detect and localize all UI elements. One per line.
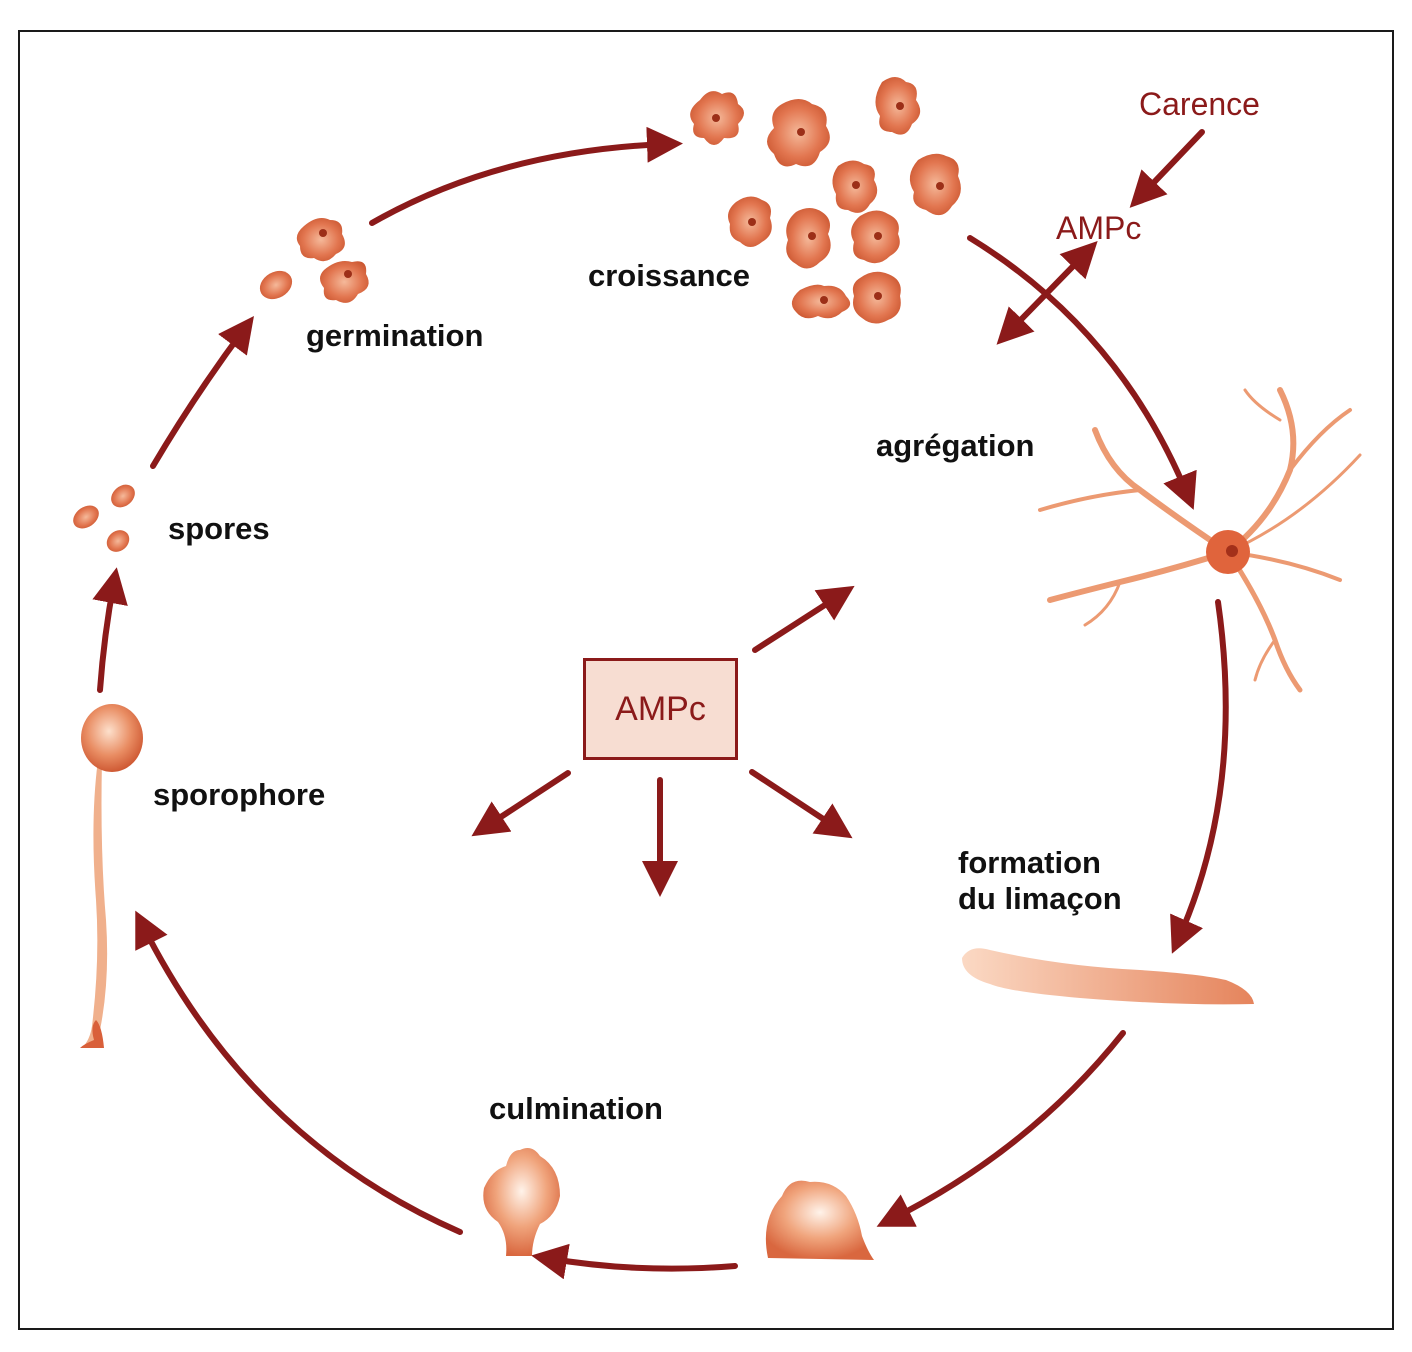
label-formation-line2: du limaçon [958, 881, 1122, 916]
culmination-mound-icon [765, 1180, 874, 1260]
ampc-center-box: AMPc [583, 658, 738, 760]
stalked-sporophore-icon [80, 704, 143, 1048]
arrow-center-down-left [471, 770, 571, 837]
label-germination: germination [306, 318, 484, 353]
germinating-cell-icon [259, 218, 369, 303]
arrow-ampc-double [996, 240, 1098, 345]
label-culmination: culmination [489, 1091, 663, 1126]
label-formation-line1: formation [958, 845, 1101, 880]
fruiting-body-icon [483, 1148, 560, 1256]
slug-icon [962, 948, 1254, 1005]
label-carence: Carence [1139, 86, 1260, 122]
arrow-germination-to-croissance [369, 126, 683, 226]
arrow-culmination-to-sporophore [135, 910, 463, 1235]
label-croissance: croissance [588, 258, 750, 293]
spore-icon [73, 484, 135, 552]
arrow-center-up-right [752, 585, 855, 653]
label-agregation: agrégation [876, 428, 1035, 463]
arrow-sporophore-to-spores [92, 567, 128, 693]
arrow-center-down-right [749, 769, 853, 839]
arrow-agregation-to-limacon [1170, 599, 1229, 954]
label-ampc-center: AMPc [615, 689, 706, 728]
label-sporophore: sporophore [153, 777, 326, 812]
amoeba-cell-icon [690, 77, 961, 324]
label-spores: spores [168, 511, 270, 546]
arrow-limacon-to-mound [876, 1030, 1126, 1227]
arrow-mound-to-culmination [531, 1243, 738, 1280]
arrow-spores-to-germination [150, 315, 254, 469]
aggregation-center-icon [1038, 387, 1362, 693]
label-ampc-top: AMPc [1056, 210, 1142, 246]
arrow-carence-to-ampc [1129, 129, 1205, 208]
